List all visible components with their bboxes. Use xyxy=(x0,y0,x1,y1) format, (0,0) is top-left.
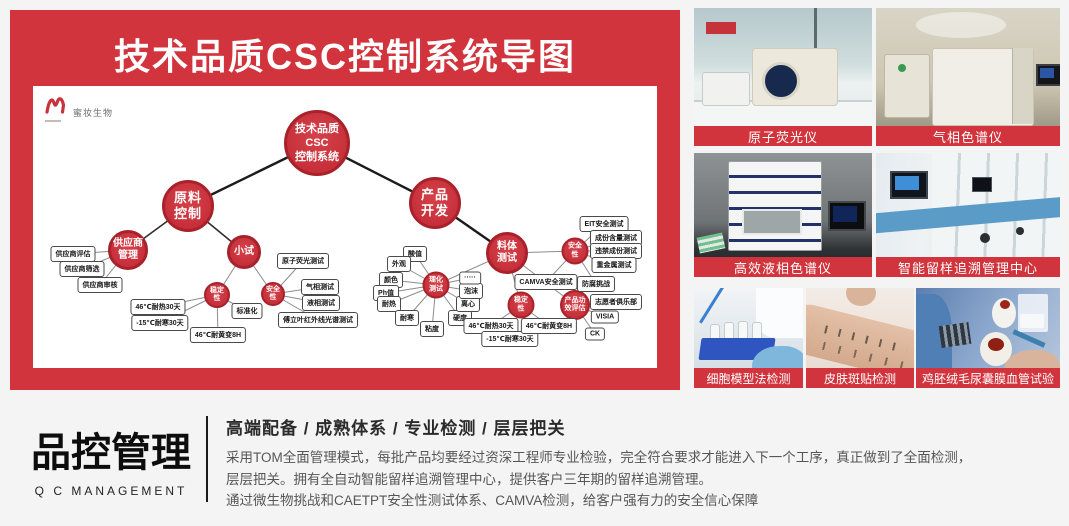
diagram-node-wdl: 稳定 性 xyxy=(204,282,230,308)
qc-text-block: 高端配备 / 成熟体系 / 专业检测 / 层层把关 采用TOM全面管理模式，每批… xyxy=(226,412,1069,512)
diagram-node-b6: 46℃耐黄变8H xyxy=(189,327,247,343)
diagram-node-gys: 供应商 管理 xyxy=(108,230,148,270)
diagram-node-xs: 小试 xyxy=(227,235,261,269)
diagram-node-aqr: 安全 性 xyxy=(561,237,589,265)
diagram-node-aql: 安全性 xyxy=(261,282,285,306)
crank-handle xyxy=(980,233,990,243)
photo-atomic-fluorescence: 原子荧光仪 xyxy=(694,8,872,146)
photo-caption: 鸡胚绒毛尿囊膜血管试验 xyxy=(916,368,1060,388)
diagram-node-root: 技术品质 CSC 控制系统 xyxy=(284,110,350,176)
glass-dome xyxy=(916,12,1006,38)
diagram-node-wdr: 稳定 性 xyxy=(507,291,535,319)
diagram-node-b5: -15℃耐寒30天 xyxy=(131,315,189,331)
photo-caption: 细胞模型法检测 xyxy=(694,368,803,388)
diagram-node-b22: ····· xyxy=(459,271,481,285)
brand-logo: 蜜妆生物 xyxy=(45,94,113,122)
qc-management-section: 品控管理 Q C MANAGEMENT 高端配备 / 成熟体系 / 专业检测 /… xyxy=(30,412,1069,512)
diagram-node-b8: 原子荧光测试 xyxy=(277,253,329,269)
powder xyxy=(1020,314,1044,328)
hplc-module-stack xyxy=(728,161,822,251)
diagram-node-b3: 供应商审核 xyxy=(77,277,123,293)
diagram-node-b9: 气相测试 xyxy=(301,279,339,295)
photo-cell-model-test: 细胞模型法检测 xyxy=(694,288,803,388)
spatula xyxy=(1012,329,1046,348)
photo-gas-chromatograph: 气相色谱仪 xyxy=(876,8,1060,146)
diagram-node-cpgx: 产品功 效评估 xyxy=(560,290,590,320)
monitor-screen xyxy=(833,206,857,222)
diagram-node-b30: 防腐挑战 xyxy=(577,276,615,292)
diagram-node-b4: 46℃耐热30天 xyxy=(130,299,186,315)
mindmap-board: 技术品质 CSC 控制系统原料 控制 产品 开发供应商 管理 小试 料体 测试稳定 性… xyxy=(33,86,657,368)
photo-caption: 气相色谱仪 xyxy=(876,126,1060,146)
metal-tray xyxy=(938,322,972,348)
diagram-node-b1: 供应商评估 xyxy=(50,246,96,262)
qc-title: 品控管理 xyxy=(31,431,191,475)
photo-caption: 原子荧光仪 xyxy=(694,126,872,146)
red-sign xyxy=(706,22,736,34)
diagram-node-cpkf: 产品 开发 xyxy=(409,177,461,229)
autosampler-unit xyxy=(702,72,750,106)
photo-chick-embryo-cam-test: 鸡胚绒毛尿囊膜血管试验 xyxy=(916,288,1060,388)
photo-caption: 高效液相色谱仪 xyxy=(694,257,872,277)
brand-name: 蜜妆生物 xyxy=(73,108,114,118)
csc-poster-panel: 技术品质CSC控制系统导图 技术品质 CSC 控制系统原料 控制 产品 开发供应商… xyxy=(10,10,680,390)
diagram-node-b13: 外观 xyxy=(387,256,411,272)
vertical-divider xyxy=(206,416,208,502)
sample-tray xyxy=(696,232,726,254)
screen-glow xyxy=(895,176,919,190)
lab-window-frame xyxy=(814,8,817,78)
instrument-window xyxy=(762,62,800,100)
photo-skin-patch-test: 皮肤斑贴检测 xyxy=(806,288,914,388)
photo-hplc: 高效液相色谱仪 xyxy=(694,153,872,277)
qc-title-block: 品控管理 Q C MANAGEMENT xyxy=(30,412,192,512)
diagram-node-b31: CAMVA安全测试 xyxy=(514,274,578,290)
poster-title: 技术品质CSC控制系统导图 xyxy=(113,36,576,77)
diagram-node-b10: 液相测试 xyxy=(302,295,340,311)
monitor-screen xyxy=(1040,68,1054,78)
qc-subtitle: Q C MANAGEMENT xyxy=(34,484,188,498)
qc-body-text: 采用TOM全面管理模式，每批产品均要经过资深工程师专业检验，完全符合要求才能进入… xyxy=(226,450,972,508)
diagram-node-b26: EIT安全测试 xyxy=(579,216,629,232)
diagram-node-b33: VISIA xyxy=(590,310,620,324)
diagram-node-b16: 耐热 xyxy=(377,296,401,312)
diagram-node-b21: 泡沫 xyxy=(459,283,483,299)
gc-control-column xyxy=(1012,48,1033,124)
brand-m-mark-icon xyxy=(45,94,69,122)
diagram-node-b2: 供应商筛选 xyxy=(59,261,105,277)
diagram-node-b24: -15℃耐寒30天 xyxy=(481,331,539,347)
photo-caption: 智能留样追溯管理中心 xyxy=(876,257,1060,277)
diagram-node-b27: 成份含量测试 xyxy=(590,230,642,246)
diagram-node-ltcs: 料体 测试 xyxy=(486,232,528,274)
pipette xyxy=(699,288,724,324)
hand xyxy=(846,288,876,306)
egg-window-blood xyxy=(1000,300,1010,309)
photo-sample-retention-center: 智能留样追溯管理中心 xyxy=(876,153,1060,277)
lab-coat xyxy=(756,288,803,338)
diagram-node-b29: 重金属测试 xyxy=(591,257,637,273)
hplc-door-window xyxy=(742,209,802,235)
small-screen xyxy=(972,177,992,192)
diagram-node-b7: 标准化 xyxy=(231,303,263,319)
indicator-dot xyxy=(898,64,906,72)
brand-micro-text xyxy=(45,120,61,122)
qc-heading: 高端配备 / 成熟体系 / 专业检测 / 层层把关 xyxy=(226,419,566,438)
photo-caption: 皮肤斑贴检测 xyxy=(806,368,914,388)
crank-handle xyxy=(1016,227,1024,235)
diagram-node-b18: 粘度 xyxy=(420,321,444,337)
gc-side-unit xyxy=(884,54,930,118)
egg-cam-opening xyxy=(988,338,1004,351)
diagram-node-b11: 傅立叶红外线光谱测试 xyxy=(278,312,358,328)
diagram-node-ylkz: 原料 控制 xyxy=(162,180,214,232)
diagram-node-b32: 志愿者俱乐部 xyxy=(590,294,642,310)
diagram-node-b25: 46℃耐黄变8H xyxy=(520,318,578,334)
diagram-node-b34: CK xyxy=(584,327,606,341)
diagram-node-b17: 耐寒 xyxy=(395,310,419,326)
mindmap-nodes: 技术品质 CSC 控制系统原料 控制 产品 开发供应商 管理 小试 料体 测试稳定 性… xyxy=(33,86,657,368)
diagram-node-lhcs: 理化 测试 xyxy=(422,271,450,299)
